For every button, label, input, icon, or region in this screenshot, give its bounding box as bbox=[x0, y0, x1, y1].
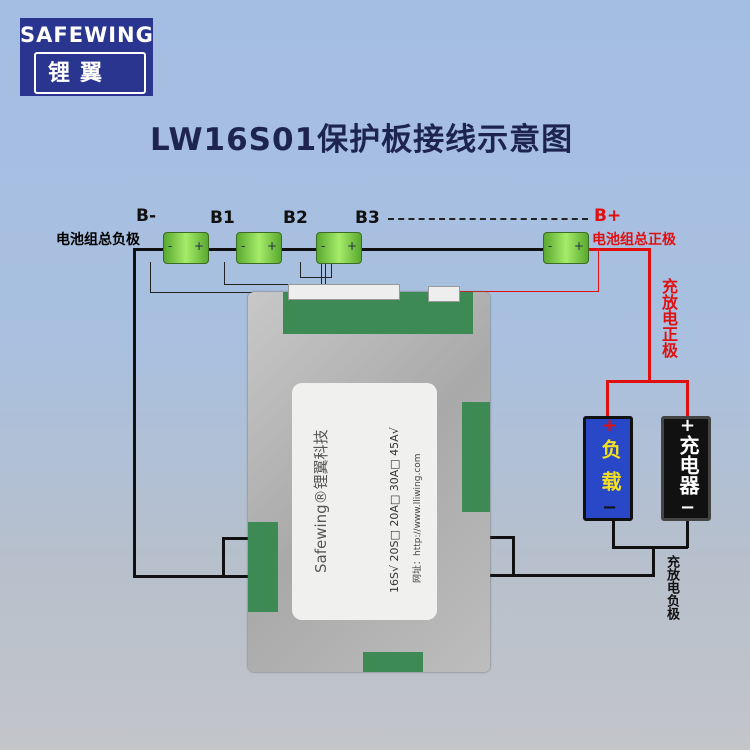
load-plus: + bbox=[602, 415, 618, 436]
charger-plus: + bbox=[680, 415, 696, 436]
battery-cell-icon: -+ bbox=[163, 232, 209, 264]
label-cd-positive: 充放电正极 bbox=[659, 278, 678, 358]
battery-cell-icon: -+ bbox=[236, 232, 282, 264]
label-pack-positive: 电池组总正极 bbox=[592, 232, 676, 248]
positive-wire bbox=[586, 248, 650, 251]
label-b1: B1 bbox=[210, 208, 235, 228]
sense-connector bbox=[428, 286, 460, 302]
label-b-plus: B+ bbox=[594, 206, 622, 226]
label-b3: B3 bbox=[355, 208, 380, 228]
balance-connector bbox=[288, 284, 400, 300]
charger-label: 充电器 bbox=[676, 435, 700, 495]
b-minus-link-h bbox=[222, 537, 257, 540]
label-spec: 16S√ 20S□ 20A□ 30A□ 45A√ bbox=[388, 427, 401, 593]
charger-negative-wire bbox=[686, 518, 689, 548]
logo-text-en: SAFEWING bbox=[20, 23, 154, 47]
pcb-edge bbox=[248, 522, 278, 612]
balance-wire bbox=[300, 262, 332, 278]
pcb-bottom bbox=[363, 652, 423, 672]
p-minus-wire-h bbox=[478, 574, 655, 577]
p-minus-wire bbox=[652, 546, 655, 576]
label-pack-negative: 电池组总负极 bbox=[56, 232, 140, 248]
positive-wire-v bbox=[648, 248, 651, 383]
c-minus-link-v bbox=[512, 536, 515, 576]
safewing-logo: SAFEWING 锂翼 bbox=[20, 18, 153, 96]
label-b2: B2 bbox=[283, 208, 308, 228]
c-minus-link bbox=[478, 536, 514, 539]
balance-wire bbox=[224, 262, 326, 285]
load-label: 负载 bbox=[598, 439, 622, 503]
load-minus: − bbox=[602, 497, 618, 518]
label-website: 网址：http://www.lliwing.com bbox=[413, 453, 423, 583]
load-negative-wire bbox=[612, 518, 615, 548]
battery-outline-icon bbox=[34, 52, 146, 94]
positive-wire-load bbox=[606, 380, 609, 418]
negative-return bbox=[612, 546, 688, 549]
positive-wire-charger bbox=[686, 380, 689, 418]
b-minus-link bbox=[222, 537, 225, 577]
charger-box: + 充电器 − bbox=[661, 415, 711, 521]
battery-cell-icon: -+ bbox=[543, 232, 589, 264]
negative-wire bbox=[133, 248, 136, 578]
load-box: + 负载 − bbox=[583, 415, 633, 521]
board-label: Safewing®锂翼科技 16S√ 20S□ 20A□ 30A□ 45A√ 网… bbox=[292, 383, 437, 620]
battery-cell-icon: -+ bbox=[316, 232, 362, 264]
label-b-minus: B- bbox=[136, 206, 157, 226]
negative-wire-bottom bbox=[133, 575, 253, 578]
logo-text-cn: 锂翼 bbox=[48, 61, 113, 86]
label-cd-negative: 充放电负极 bbox=[664, 555, 679, 620]
dashed-line bbox=[388, 218, 588, 220]
b-plus-sense-h bbox=[440, 291, 599, 292]
label-brand: Safewing®锂翼科技 bbox=[312, 429, 330, 573]
positive-wire-h bbox=[606, 380, 688, 383]
b-plus-sense bbox=[598, 250, 599, 292]
pcb-edge bbox=[462, 402, 490, 512]
diagram-title: LW16S01保护板接线示意图 bbox=[150, 122, 574, 158]
charger-minus: − bbox=[680, 497, 696, 518]
